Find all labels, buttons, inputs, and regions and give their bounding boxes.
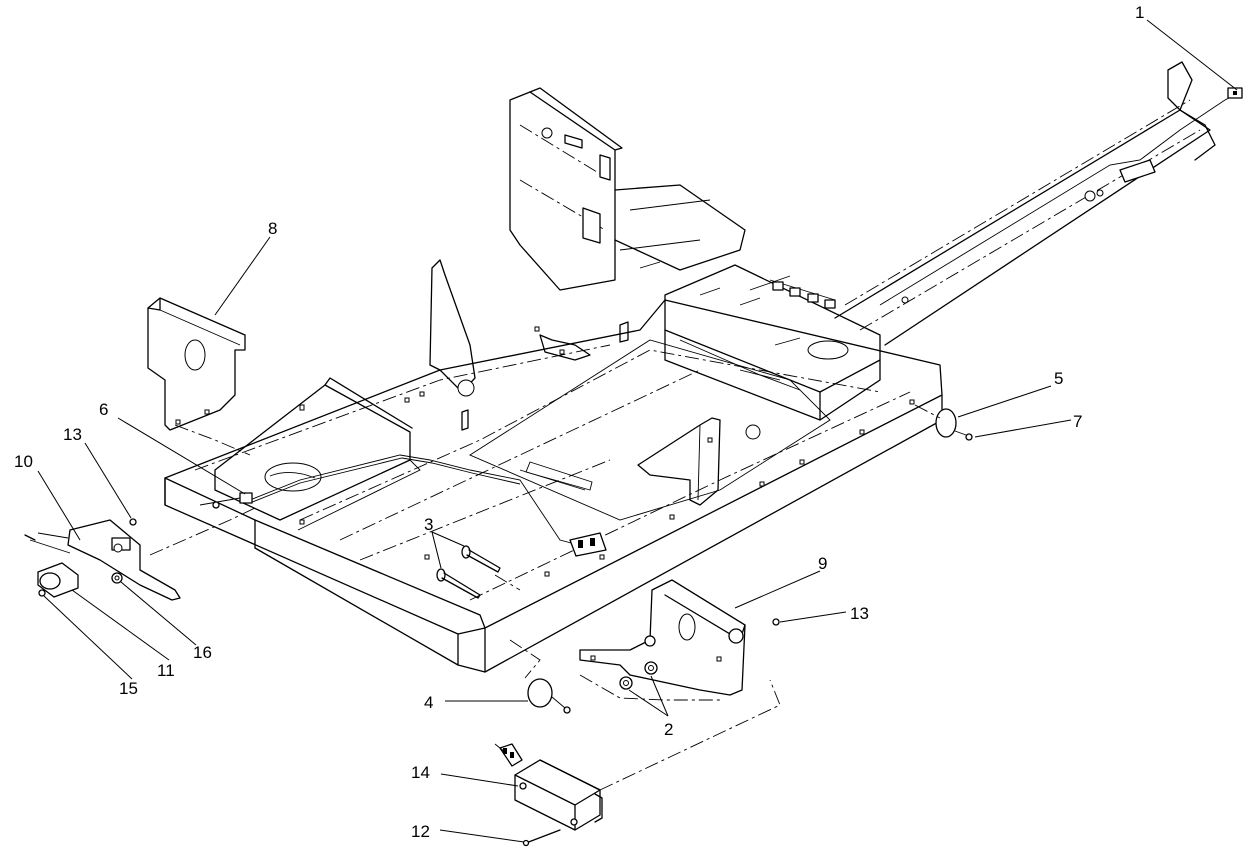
module-centerline: [599, 679, 781, 791]
callout-14: 14: [411, 763, 430, 782]
callout-15: 15: [119, 679, 138, 698]
callout-3: 3: [424, 515, 433, 534]
callout-13-left: 13: [63, 425, 82, 444]
part-16-nut: [111, 572, 123, 584]
callout-10: 10: [14, 452, 33, 471]
left-assembly-centerline: [149, 507, 256, 556]
part-13-screw-right: [772, 618, 780, 626]
part-9-right-bracket: [579, 579, 746, 701]
part-12-screw: [522, 829, 561, 847]
part-6-harness-clip: [199, 492, 253, 509]
wiring-harness: [249, 454, 607, 557]
callout-11: 11: [157, 661, 175, 680]
tongue-assembly: [834, 61, 1243, 346]
callout-12: 12: [411, 822, 430, 841]
seat-support-tower: [509, 87, 746, 291]
main-frame: [164, 299, 943, 673]
right-upright: [637, 417, 721, 506]
callout-13-right: 13: [850, 604, 869, 623]
callout-9: 9: [818, 554, 827, 573]
right-deck: [664, 264, 881, 421]
part-15-screw: [38, 589, 46, 597]
callout-8: 8: [268, 219, 277, 238]
part-14-module: [494, 743, 603, 831]
callout-5: 5: [1054, 369, 1063, 388]
upright-bracket-center: [429, 259, 629, 431]
part-5-washer: [914, 404, 957, 438]
leader-lines: [37, 19, 1238, 843]
callout-7: 7: [1073, 412, 1082, 431]
callout-2: 2: [664, 720, 673, 739]
part-4-washer: [509, 639, 571, 714]
callout-4: 4: [424, 693, 433, 712]
part-11-lamp: [37, 562, 79, 598]
part-3-bolts: [436, 545, 521, 599]
part-10-light-bracket: [24, 519, 181, 601]
callout-1: 1: [1135, 3, 1144, 22]
callout-16: 16: [193, 643, 212, 662]
left-seat-pan: [214, 377, 421, 531]
part-8-left-bracket: [147, 297, 251, 456]
part-2-nuts: [619, 661, 658, 690]
part-13-screw-left: [129, 518, 137, 526]
callout-labels: 1 2 3 4 5 6 7 8 9 10 11 12 13 13 14 15 1…: [14, 3, 1144, 841]
part-7-screw: [954, 430, 973, 441]
callout-6: 6: [99, 400, 108, 419]
